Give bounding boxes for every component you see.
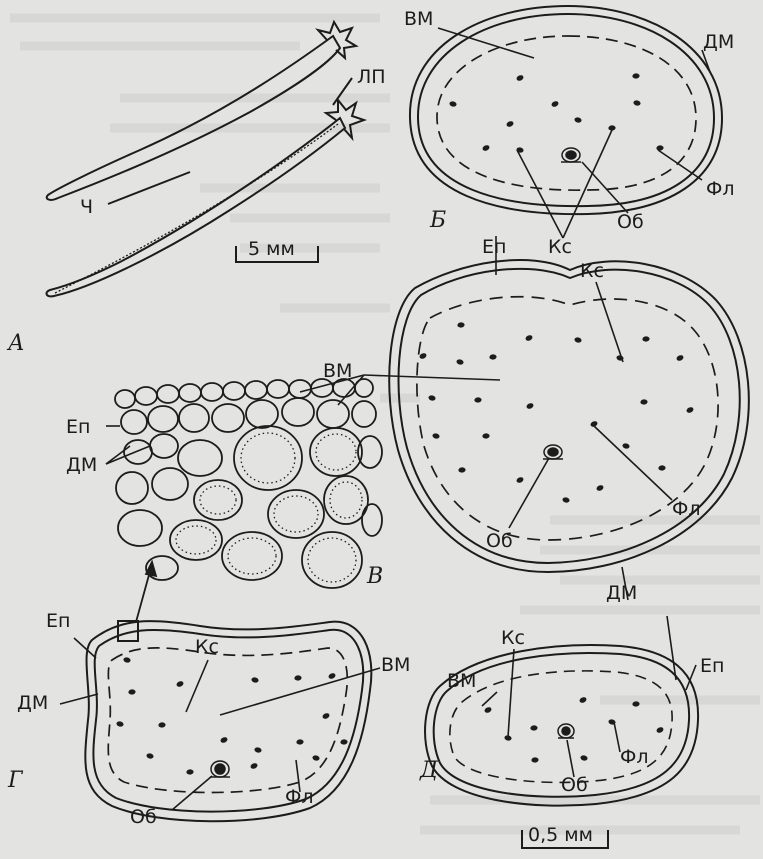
label-ep-d: Еп bbox=[700, 657, 724, 676]
label-fl-b: Фл bbox=[706, 180, 735, 199]
label-fl-d: Фл bbox=[620, 748, 649, 767]
label-ob-v: Об bbox=[486, 532, 513, 551]
label-ks-v: Кс bbox=[580, 262, 604, 281]
panel-letter-d: Д bbox=[420, 760, 438, 782]
label-ks-b: Кс bbox=[548, 238, 572, 257]
panel-letter-v: В bbox=[367, 566, 383, 588]
label-fl-v: Фл bbox=[672, 500, 701, 519]
label-vm-v: ВМ bbox=[323, 362, 352, 381]
label-vm-d: ВМ bbox=[447, 672, 476, 691]
label-lp: ЛП bbox=[357, 68, 386, 87]
label-ob-g: Об bbox=[130, 808, 157, 827]
scale-label-5mm: 5 мм bbox=[248, 240, 295, 259]
label-dm-cells: ДМ bbox=[66, 456, 97, 475]
label-fl-g: Фл bbox=[285, 788, 314, 807]
label-ks-g: Кс bbox=[195, 638, 219, 657]
scale-label-05mm: 0,5 мм bbox=[528, 826, 593, 845]
label-dm-v: ДМ bbox=[606, 584, 637, 603]
label-ks-d: Кс bbox=[501, 629, 525, 648]
label-ep-cells: Еп bbox=[66, 418, 90, 437]
label-dm-b: ДМ bbox=[703, 33, 734, 52]
label-ob-b: Об bbox=[617, 213, 644, 232]
label-vm-b: ВМ bbox=[404, 10, 433, 29]
panel-letter-g: Г bbox=[8, 770, 23, 792]
label-vm-g: ВМ bbox=[381, 656, 410, 675]
label-ep-b: Еп bbox=[482, 238, 506, 257]
panel-letter-a: А bbox=[8, 333, 25, 355]
panel-letter-b: Б bbox=[430, 210, 446, 232]
label-ob-d: Об bbox=[561, 776, 588, 795]
label-ch: Ч bbox=[80, 198, 93, 217]
label-ep-g: Еп bbox=[46, 612, 70, 631]
label-dm-g: ДМ bbox=[17, 694, 48, 713]
